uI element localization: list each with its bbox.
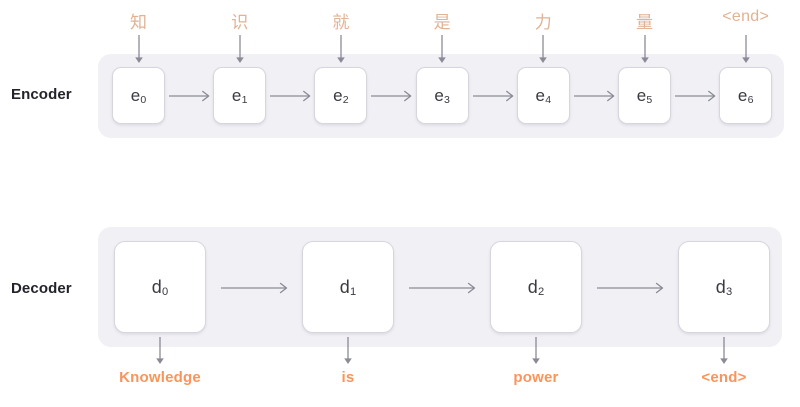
decoder-cell-d1[interactable]: d1 xyxy=(302,241,394,333)
encoder-input-token-4: 力 xyxy=(534,13,552,32)
encoder-cell-e3[interactable]: e3 xyxy=(415,67,469,124)
decoder-output-token-0: Knowledge xyxy=(119,369,201,386)
encoder-cell-e2[interactable]: e2 xyxy=(314,67,368,124)
encoder-row-label: Encoder xyxy=(11,86,72,103)
encoder-cell-e1[interactable]: e1 xyxy=(213,67,267,124)
encoder-input-token-5: 量 xyxy=(636,13,653,32)
cell-label: d1 xyxy=(339,276,357,299)
encoder-input-token-1: 识 xyxy=(231,13,249,32)
cell-label: e0 xyxy=(130,86,147,107)
decoder-row-label: Decoder xyxy=(11,280,72,297)
cell-label: e1 xyxy=(231,86,248,107)
encoder-input-token-0: 知 xyxy=(130,13,147,32)
cell-label: e4 xyxy=(535,86,552,107)
encoder-input-token-6: <end> xyxy=(722,8,770,25)
cell-label: d3 xyxy=(715,276,733,299)
decoder-output-token-3: <end> xyxy=(701,369,747,386)
cell-label: e3 xyxy=(434,86,450,107)
encoder-cell-e5[interactable]: e5 xyxy=(618,67,671,124)
cell-label: e6 xyxy=(737,86,754,107)
cell-label: d0 xyxy=(151,276,169,299)
decoder-cell-d0[interactable]: d0 xyxy=(114,241,206,333)
cell-label: e2 xyxy=(333,86,349,107)
decoder-cell-d2[interactable]: d2 xyxy=(490,241,582,333)
encoder-cell-e0[interactable]: e0 xyxy=(112,67,165,124)
encoder-cell-e6[interactable]: e6 xyxy=(719,67,773,124)
cell-label: e5 xyxy=(636,86,653,107)
decoder-output-token-1: is xyxy=(341,369,355,386)
encoder-cell-e4[interactable]: e4 xyxy=(516,67,570,124)
encoder-input-token-2: 就 xyxy=(332,13,350,32)
encoder-input-token-3: 是 xyxy=(433,13,451,32)
cell-label: d2 xyxy=(527,276,545,299)
decoder-cell-d3[interactable]: d3 xyxy=(678,241,770,333)
decoder-output-token-2: power xyxy=(513,369,559,386)
